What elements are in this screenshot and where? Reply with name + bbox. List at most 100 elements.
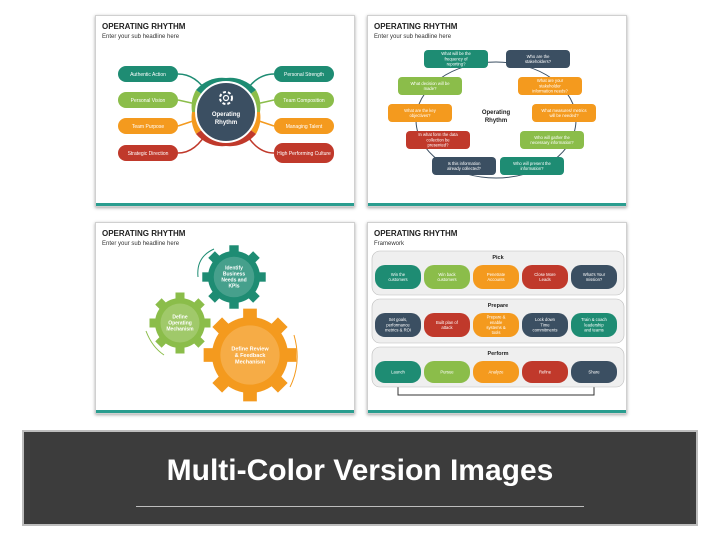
cycle-arrow [197,248,215,278]
framework-pill [424,361,470,383]
loop-connector [397,383,595,396]
framework-pill [375,361,421,383]
framework-pill [424,265,470,289]
framework-pill [375,313,421,337]
gear-icon [219,91,233,105]
cycle-arrow [145,330,165,356]
center-label-line2: Rhythm [215,120,237,126]
left-pill-label: Team Purpose [132,124,164,130]
question-box [398,77,462,95]
framework-pill [522,313,568,337]
center-label-line1: Operating [482,110,511,116]
slide-thumbnail-3[interactable]: OPERATING RHYTHM Enter your sub headline… [95,222,355,414]
question-box [388,104,452,122]
slide-subtitle: Framework [374,241,405,247]
question-box [424,50,488,68]
slide-subtitle: Enter your sub headline here [102,34,180,40]
slide-thumbnail-2[interactable]: OPERATING RHYTHM Enter your sub headline… [367,15,627,207]
slide-subtitle: Enter your sub headline here [102,241,180,247]
gear-hub [220,325,280,385]
right-pill-label: High Performing Culture [277,151,331,157]
right-pill [274,92,334,108]
question-box [506,50,570,68]
gear-body [155,298,205,348]
slide-title: OPERATING RHYTHM [374,22,458,31]
framework-pill [571,361,617,383]
question-box [406,131,470,149]
slide-title: OPERATING RHYTHM [374,229,458,238]
framework-pill [375,265,421,289]
framework-pill-label: Analyze [489,369,505,374]
section-title: Pick [492,255,504,261]
framework-pill [473,313,519,337]
gear-hub [160,303,200,343]
framework-pill [522,265,568,289]
right-pill [274,143,334,163]
slide-subtitle: Enter your sub headline here [374,34,452,40]
cycle-arrow [289,334,298,388]
slide-title: OPERATING RHYTHM [102,22,186,31]
framework-pill-label: Pursue [440,369,454,374]
question-box [500,157,564,175]
right-pill [274,118,334,134]
question-box [518,77,582,95]
right-pill [274,66,334,82]
left-pill [118,118,178,134]
left-pill-label: Strategic Direction [128,151,169,157]
framework-pill [571,313,617,337]
section-title: Prepare [488,303,509,309]
question-box [520,131,584,149]
question-box [432,157,496,175]
gear-body [212,317,288,393]
framework-pill-label: Refine [539,369,552,374]
banner-title: Multi-Color Version Images [166,454,554,487]
left-pill [118,92,178,108]
slide-title: OPERATING RHYTHM [102,229,186,238]
framework-pill [571,265,617,289]
framework-pill-label: Launch [391,369,405,374]
section-title: Perform [487,351,508,357]
left-pill [118,145,178,161]
right-pill-label: Team Composition [283,98,325,104]
center-label-line2: Rhythm [485,118,507,124]
question-box [532,104,596,122]
banner-underline [136,506,584,507]
framework-pill [424,313,470,337]
framework-pill [473,265,519,289]
caption-banner: Multi-Color Version Images [22,430,698,526]
framework-pill [473,361,519,383]
left-pill-label: Personal Vision [131,98,166,104]
framework-pill [522,361,568,383]
slide-1-diagram: Operating Rhythm Authentic Action Person… [118,66,334,163]
left-pill [118,66,178,82]
slide-thumbnail-1[interactable]: OPERATING RHYTHM Enter your sub headline… [95,15,355,207]
gear-hub [213,256,255,298]
center-label-line1: Operating [212,112,241,118]
framework-pill-label: Share [588,369,600,374]
